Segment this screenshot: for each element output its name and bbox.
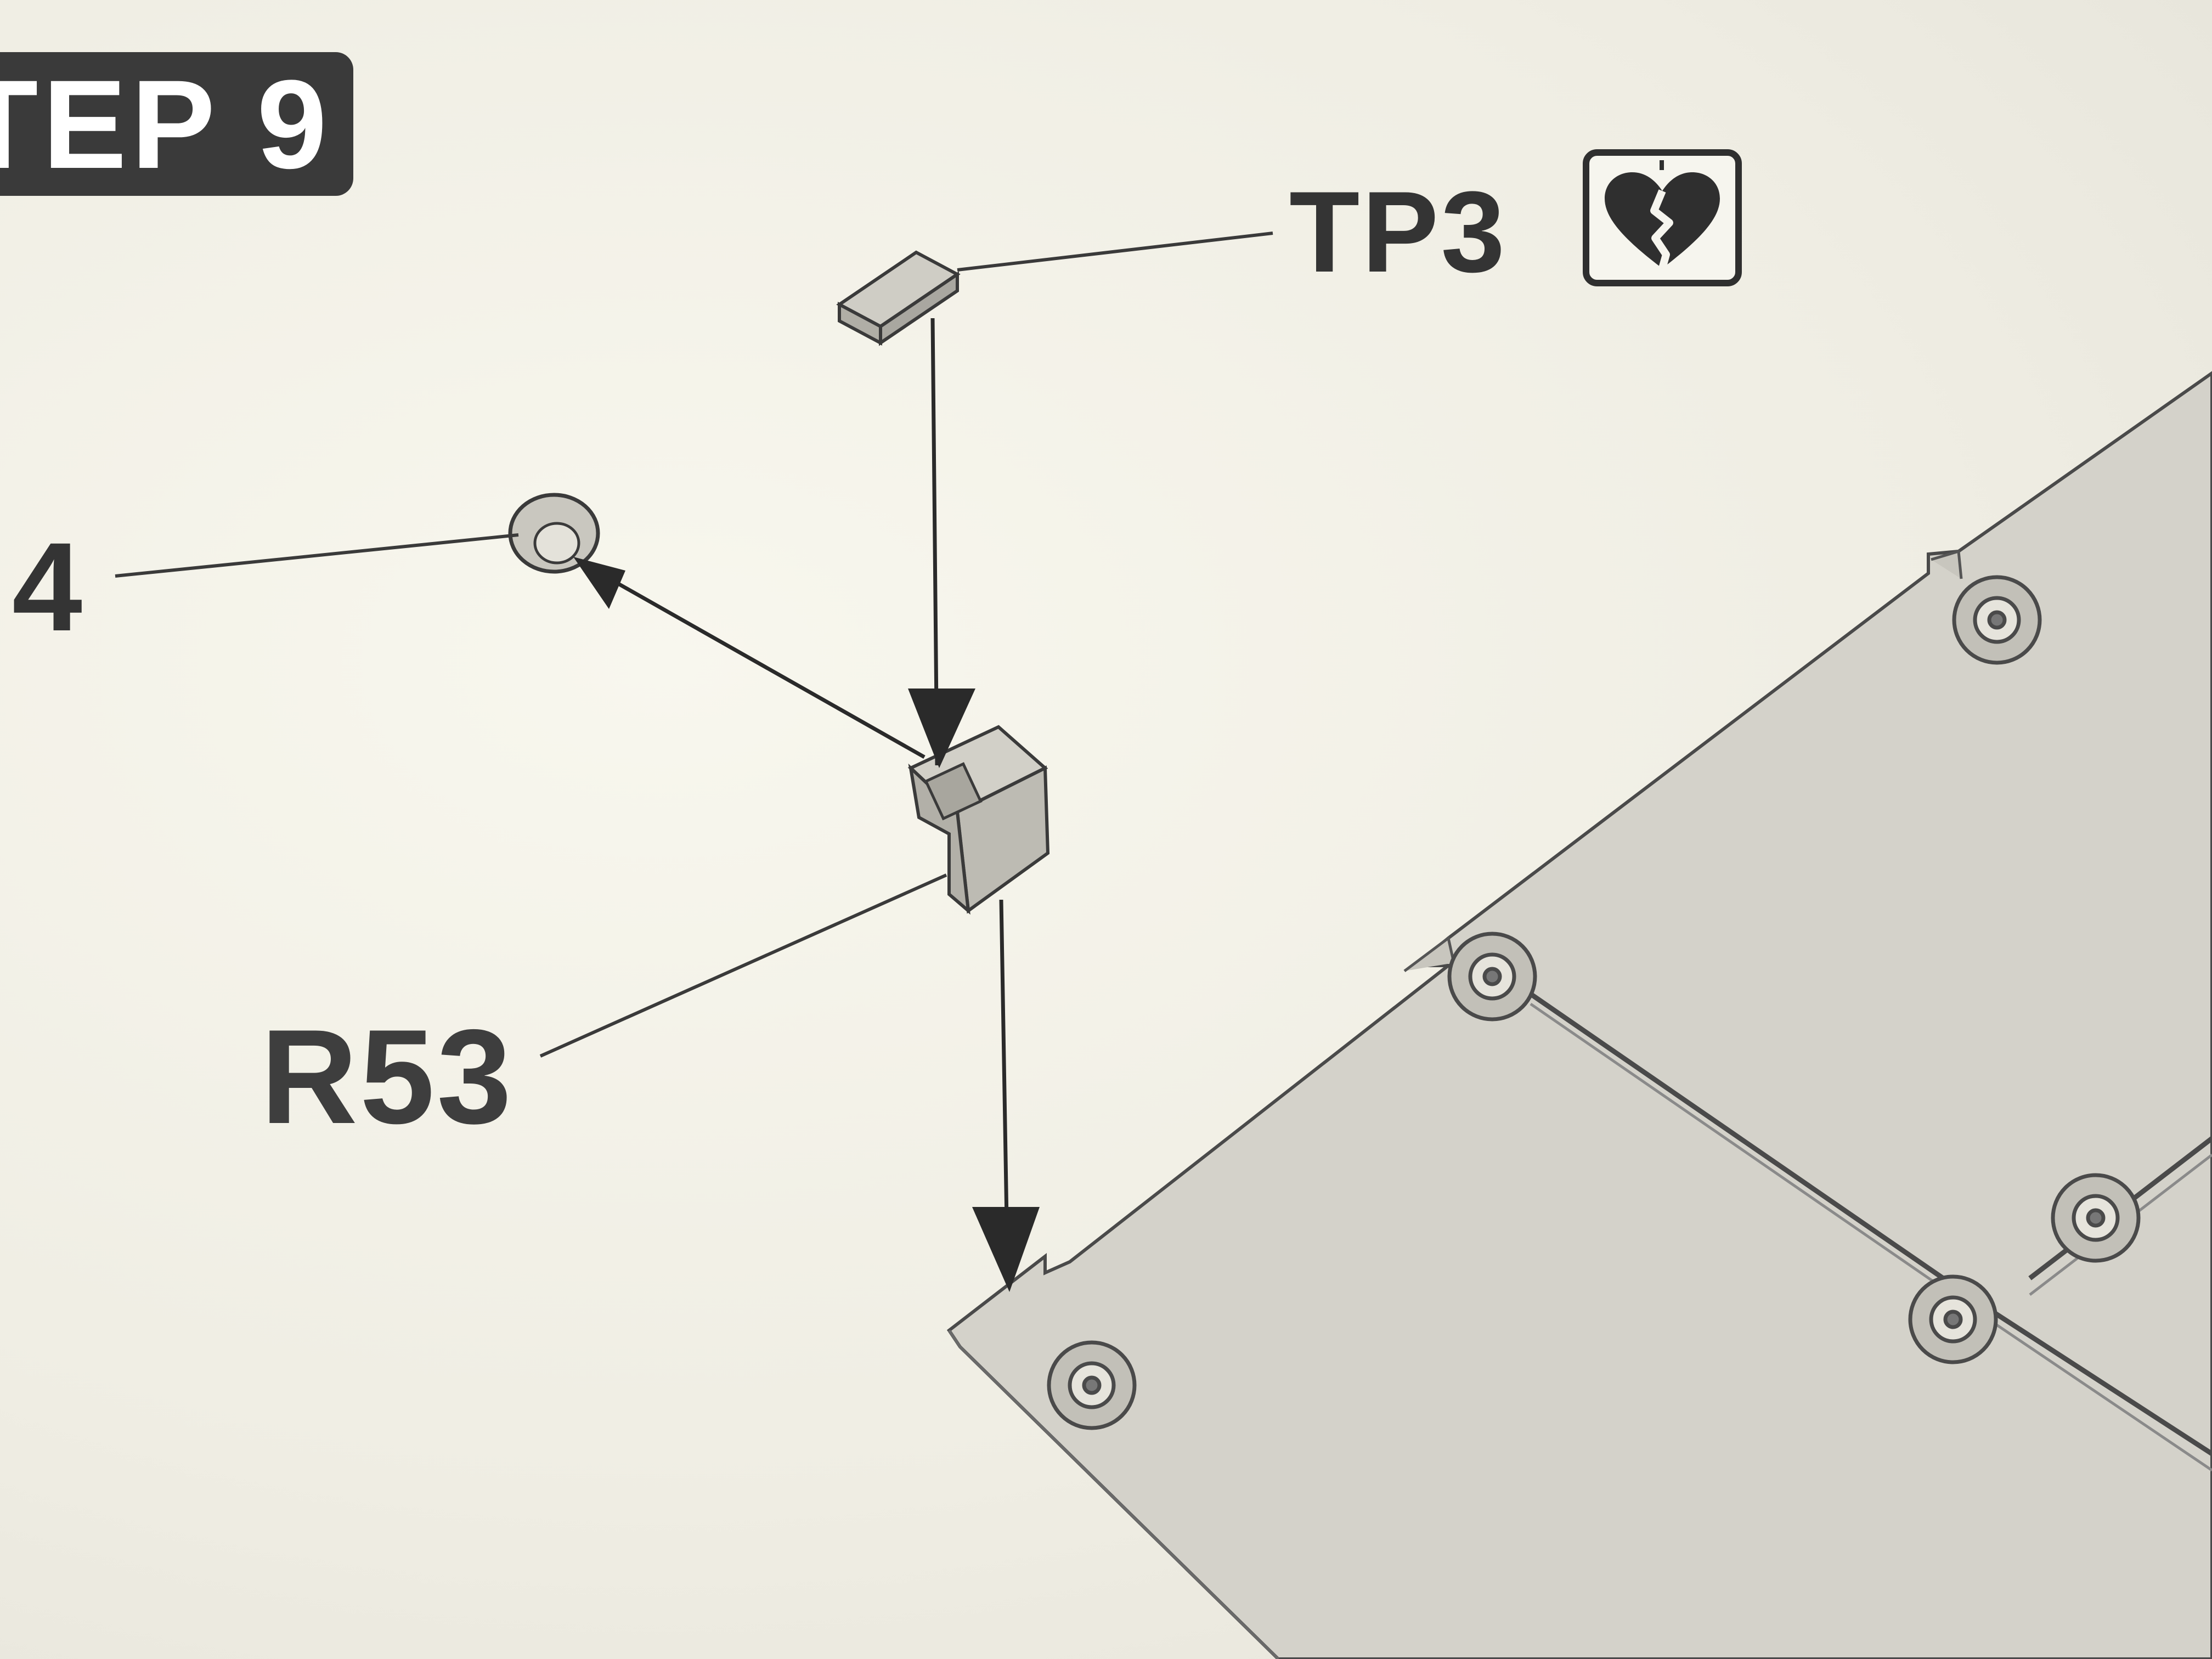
part-label-r53: R53 [261,1001,514,1152]
bolt-head [2051,1173,2141,1263]
broken-heart-icon [1583,149,1742,286]
assembly-arrows [573,318,1040,1292]
bolt-head [1952,575,2042,665]
step-badge: TEP 9 [0,52,353,196]
arrow-r53-to-plate [999,899,1009,1221]
bolt-head [1447,932,1537,1022]
arrow-r53-to-washer [613,579,926,759]
step-label: TEP 9 [0,53,331,195]
base-plate [946,371,2212,1659]
leader-lines [115,232,1273,1058]
bolt-head [1908,1274,1998,1364]
r53-part [907,725,1050,915]
washer-part [508,493,600,574]
plate-bolts [1047,575,2141,1430]
part-label-cut-off: 4 [12,524,82,650]
bolt-head [1047,1340,1137,1430]
broken-heart-glyph [1605,160,1720,269]
tp3-part [836,250,961,346]
part-label-tp3: TP3 [1289,167,1508,296]
